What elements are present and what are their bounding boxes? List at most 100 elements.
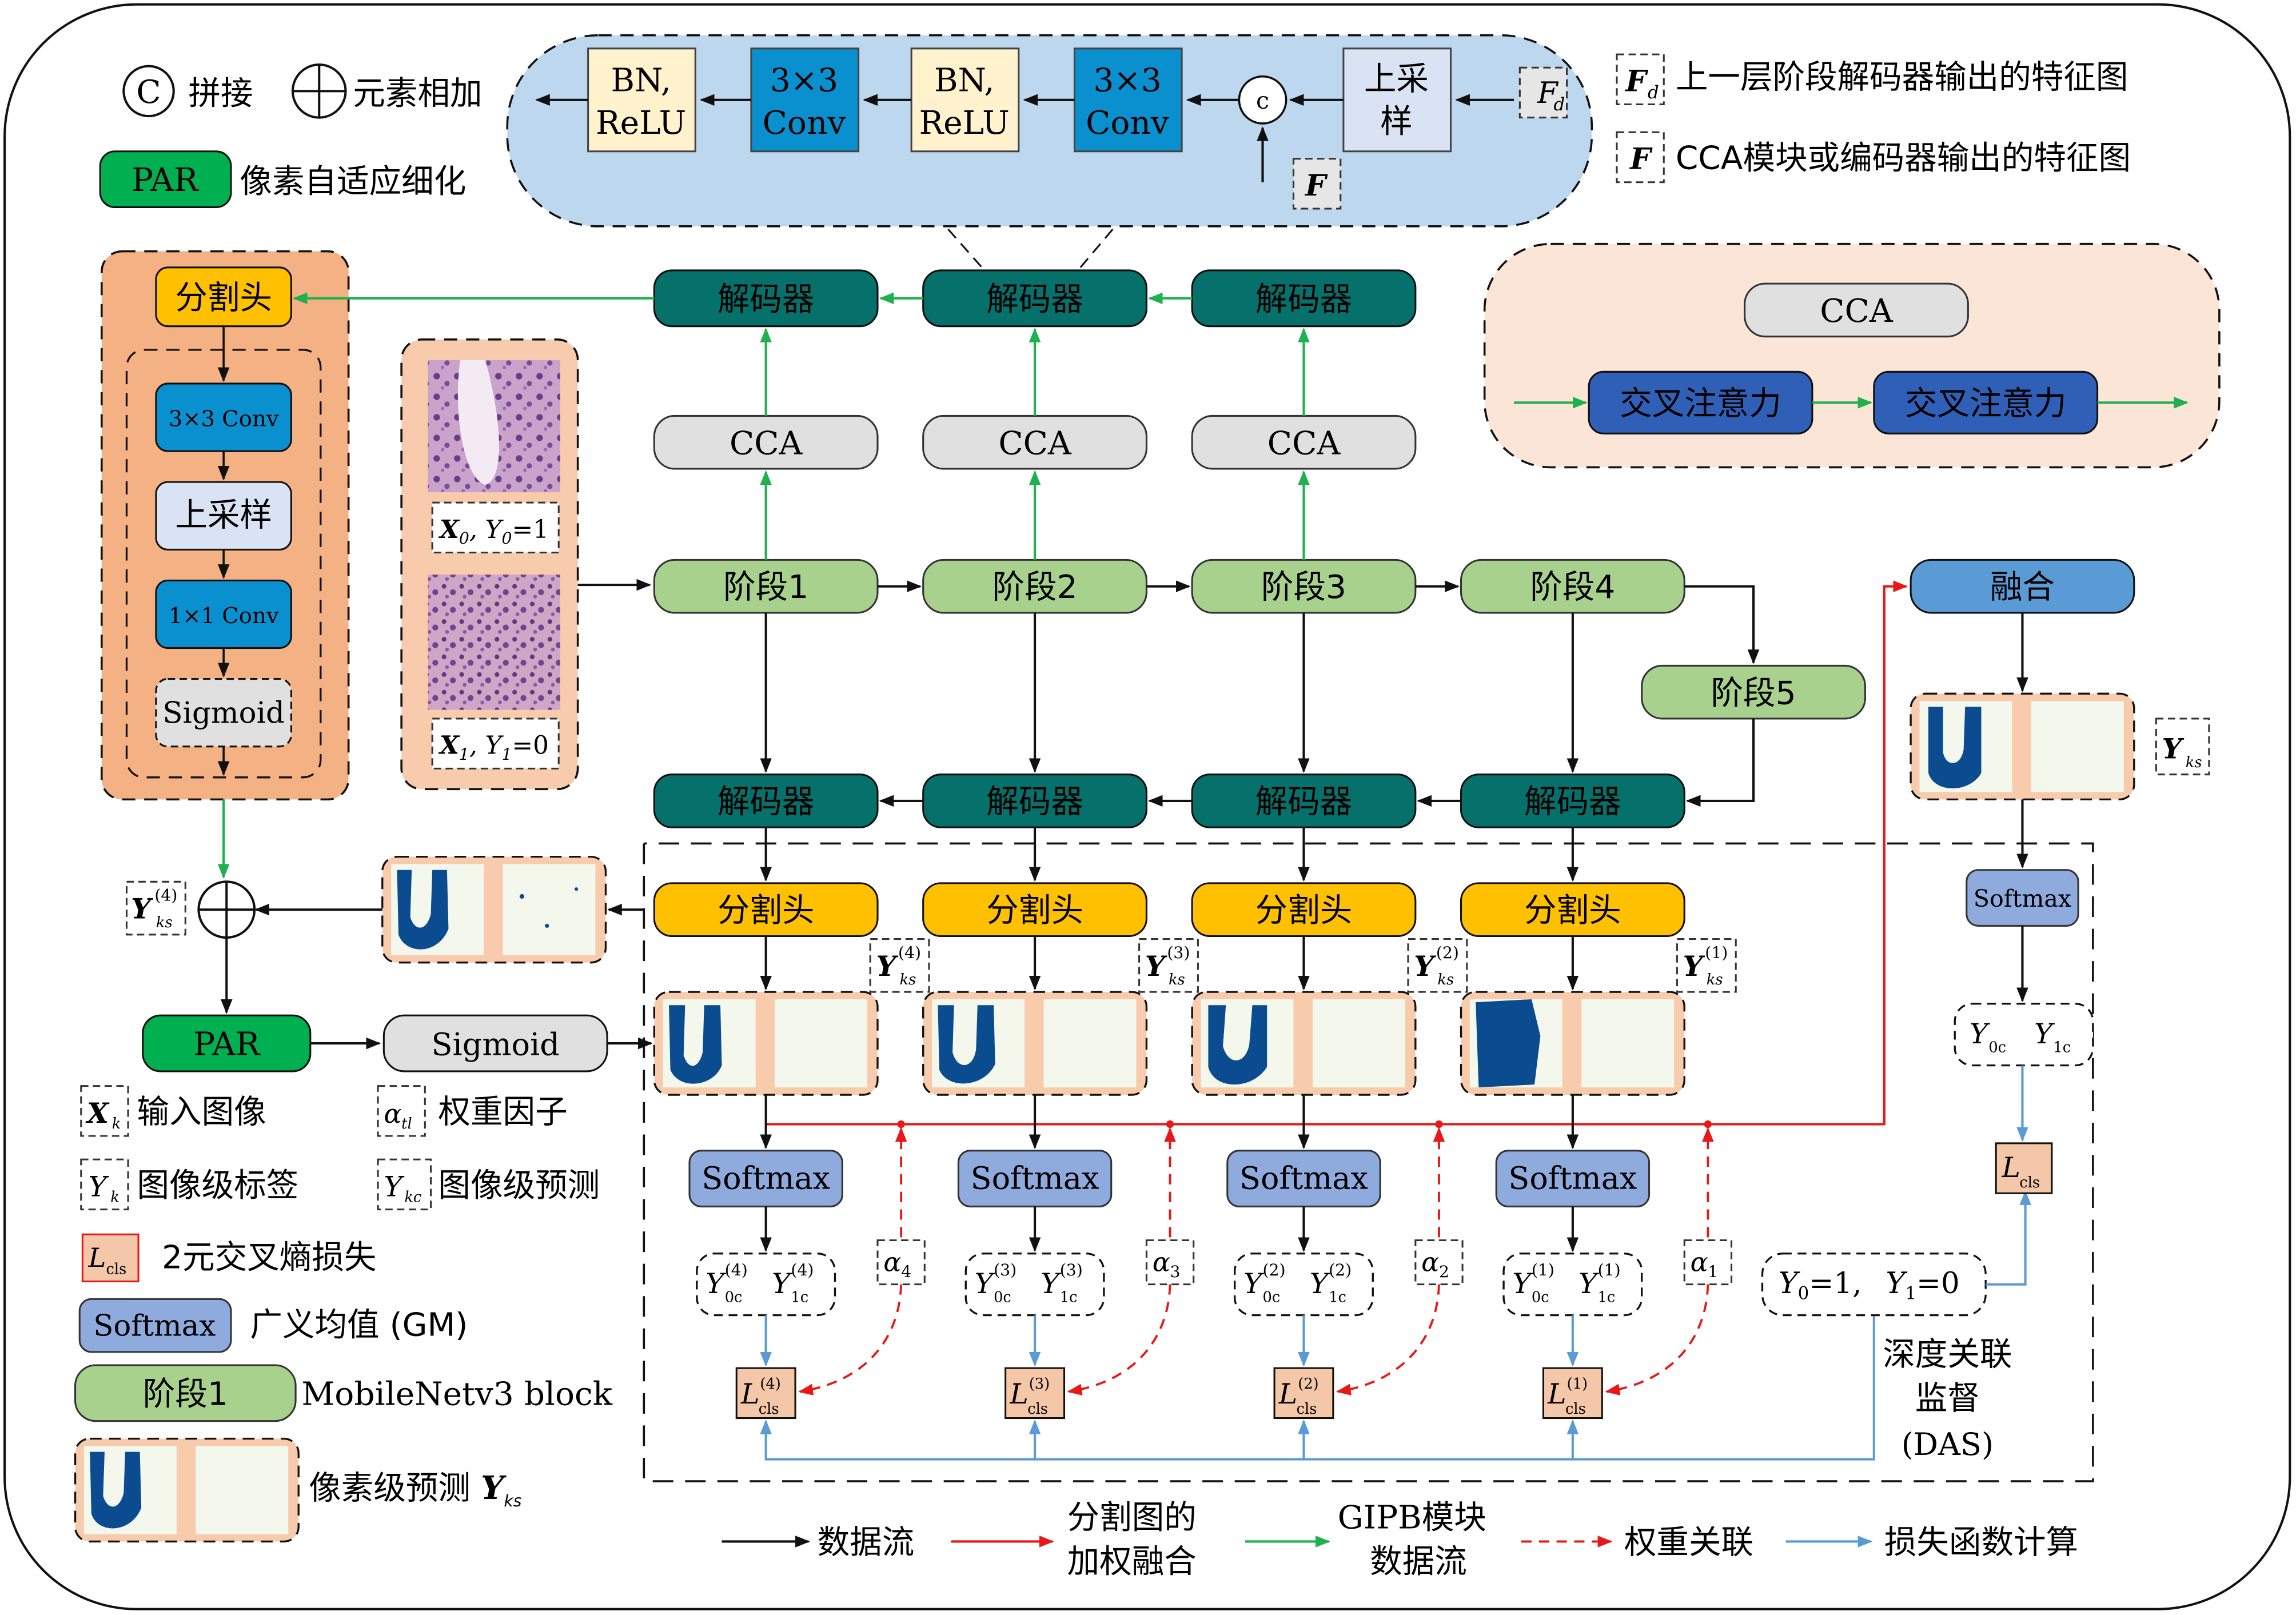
das-label-line3: (DAS) bbox=[1902, 1426, 1994, 1462]
left-mask-card bbox=[381, 855, 607, 964]
svg-text:ks: ks bbox=[2186, 754, 2202, 771]
seg-head-1: 分割头 bbox=[1460, 882, 1685, 937]
svg-text:(4): (4) bbox=[760, 1375, 780, 1393]
fd-sub: d bbox=[1553, 94, 1565, 115]
svg-text:Y: Y bbox=[1512, 1267, 1533, 1300]
svg-text:(3): (3) bbox=[994, 1261, 1017, 1279]
alpha-box-4: α 4 bbox=[876, 1239, 926, 1286]
svg-text:Y: Y bbox=[89, 1170, 110, 1203]
legend-stage-desc: MobileNetv3 block bbox=[301, 1375, 612, 1413]
svg-text:(1): (1) bbox=[1705, 943, 1728, 962]
seg-head-conv3-label: 3×3 Conv bbox=[169, 406, 279, 432]
svg-text:(3): (3) bbox=[1029, 1375, 1050, 1393]
svg-text:Y: Y bbox=[1683, 950, 1705, 983]
legend-stage-label: 阶段1 bbox=[143, 1375, 228, 1413]
svg-text:cls: cls bbox=[759, 1401, 779, 1418]
svg-text:Y: Y bbox=[1145, 950, 1167, 983]
softmax-3-label: Softmax bbox=[971, 1161, 1099, 1197]
seg-head-3: 分割头 bbox=[922, 882, 1147, 937]
das-label-line2: 监督 bbox=[1915, 1380, 1980, 1417]
legend-softmax: Softmax 广义均值 (GM) bbox=[78, 1298, 468, 1353]
legend-lcls-desc: 2元交叉熵损失 bbox=[162, 1239, 376, 1276]
pred-box-3: Y (3) 0c Y (3) 1c bbox=[964, 1252, 1105, 1317]
svg-text:4: 4 bbox=[901, 1262, 911, 1281]
stage-4-label: 阶段4 bbox=[1530, 569, 1615, 606]
legend-gipb-1: GIPB模块 bbox=[1338, 1499, 1486, 1536]
legend-gipb-2: 数据流 bbox=[1370, 1543, 1467, 1580]
left-sigmoid-box: Sigmoid bbox=[382, 1014, 608, 1072]
svg-text:Y0=1,: Y0=1, bbox=[1779, 1266, 1862, 1303]
svg-text:3: 3 bbox=[1170, 1262, 1181, 1281]
svg-text:(3): (3) bbox=[1060, 1261, 1083, 1279]
svg-text:Y1=0: Y1=0 bbox=[1886, 1266, 1959, 1303]
legend-add: 元素相加 bbox=[291, 63, 483, 119]
svg-text:L: L bbox=[1278, 1378, 1297, 1410]
bn-relu-box-1 bbox=[587, 47, 696, 153]
legend-pixel-pred: 像素级预测 Yks bbox=[74, 1437, 522, 1543]
legend-xk: X k 输入图像 bbox=[80, 1085, 266, 1137]
pred-box-1: Y (1) 0c Y (1) 1c bbox=[1502, 1252, 1643, 1317]
legend-ykc-desc: 图像级预测 bbox=[438, 1167, 600, 1204]
alpha-box-2: α 2 bbox=[1414, 1239, 1464, 1286]
svg-text:1c: 1c bbox=[791, 1289, 808, 1306]
stage-5: 阶段5 bbox=[1641, 664, 1866, 720]
svg-text:α: α bbox=[1691, 1246, 1708, 1277]
svg-text:1: 1 bbox=[1708, 1262, 1718, 1281]
seg-head-2: 分割头 bbox=[1191, 882, 1417, 937]
bn-relu-1-line2: ReLU bbox=[596, 105, 686, 142]
fd-legend-symbol: F bbox=[1624, 64, 1648, 98]
mask-card-3 bbox=[922, 991, 1148, 1096]
svg-text:cls: cls bbox=[2019, 1174, 2040, 1191]
svg-text:0c: 0c bbox=[725, 1289, 743, 1306]
f-legend-symbol: F bbox=[1629, 142, 1653, 177]
top-decoder-3-label: 解码器 bbox=[1255, 281, 1353, 318]
legend-xk-desc: 输入图像 bbox=[137, 1094, 266, 1131]
softmax-2-label: Softmax bbox=[1239, 1161, 1368, 1197]
seg-head-conv1-label: 1×1 Conv bbox=[169, 603, 279, 629]
upsample-line1: 上采 bbox=[1364, 61, 1429, 98]
concat-node-label: c bbox=[1256, 87, 1269, 114]
x1-label: X1, Y1=0 bbox=[438, 731, 549, 764]
softmax-4-label: Softmax bbox=[701, 1161, 830, 1197]
fusion-loss-box: L cls bbox=[1995, 1142, 2053, 1194]
cca-1-label: CCA bbox=[730, 425, 803, 462]
bottom-decoder-2: 解码器 bbox=[922, 773, 1147, 828]
softmax-3: Softmax bbox=[957, 1150, 1113, 1207]
alpha-box-3: α 3 bbox=[1145, 1239, 1195, 1286]
fusion-pred-box: Y 0c Y 1c bbox=[1954, 1002, 2094, 1067]
left-ys4-label: Y (4) ks bbox=[125, 880, 186, 936]
svg-text:(1): (1) bbox=[1532, 1261, 1554, 1279]
x0-label: X0, Y0=1 bbox=[438, 515, 549, 548]
svg-text:1c: 1c bbox=[1060, 1289, 1078, 1306]
stage-1: 阶段1 bbox=[653, 559, 879, 614]
pred-box-2: Y (2) 0c Y (2) 1c bbox=[1233, 1252, 1374, 1317]
top-decoder-2: 解码器 bbox=[922, 269, 1147, 328]
svg-text:ks: ks bbox=[1437, 971, 1454, 988]
svg-text:Y: Y bbox=[772, 1267, 793, 1300]
legend-softmax-label: Softmax bbox=[93, 1309, 216, 1343]
svg-text:1c: 1c bbox=[1598, 1289, 1616, 1306]
top-decoder-3: 解码器 bbox=[1191, 269, 1417, 328]
bottom-decoder-4-label: 解码器 bbox=[1524, 783, 1621, 820]
svg-text:Y: Y bbox=[2162, 732, 2185, 765]
stage-5-label: 阶段5 bbox=[1711, 675, 1796, 712]
svg-text:Y: Y bbox=[384, 1170, 405, 1203]
conv-1-line1: 3×3 bbox=[770, 62, 838, 99]
svg-text:(3): (3) bbox=[1167, 943, 1190, 962]
svg-text:tl: tl bbox=[401, 1115, 412, 1133]
das-label-line1: 深度关联 bbox=[1883, 1336, 2012, 1373]
upsample-line2: 样 bbox=[1380, 103, 1413, 140]
svg-text:Y: Y bbox=[1970, 1018, 1991, 1050]
input-image-x1 bbox=[428, 575, 560, 710]
legend-softmax-desc: 广义均值 (GM) bbox=[250, 1307, 468, 1344]
legend-par-desc: 像素自适应细化 bbox=[240, 164, 466, 201]
svg-text:Y: Y bbox=[876, 950, 898, 983]
svg-text:(4): (4) bbox=[154, 886, 177, 905]
svg-text:0c: 0c bbox=[1532, 1289, 1549, 1306]
svg-text:像素级预测 Yks: 像素级预测 Yks bbox=[309, 1469, 521, 1510]
legend-alpha: α tl 权重因子 bbox=[377, 1085, 568, 1137]
fusion-softmax-label: Softmax bbox=[1974, 885, 2071, 912]
conv-2-line2: Conv bbox=[1086, 105, 1169, 142]
legend-concat: C 拼接 bbox=[122, 65, 253, 118]
cca-detail-title: CCA bbox=[1820, 293, 1894, 330]
